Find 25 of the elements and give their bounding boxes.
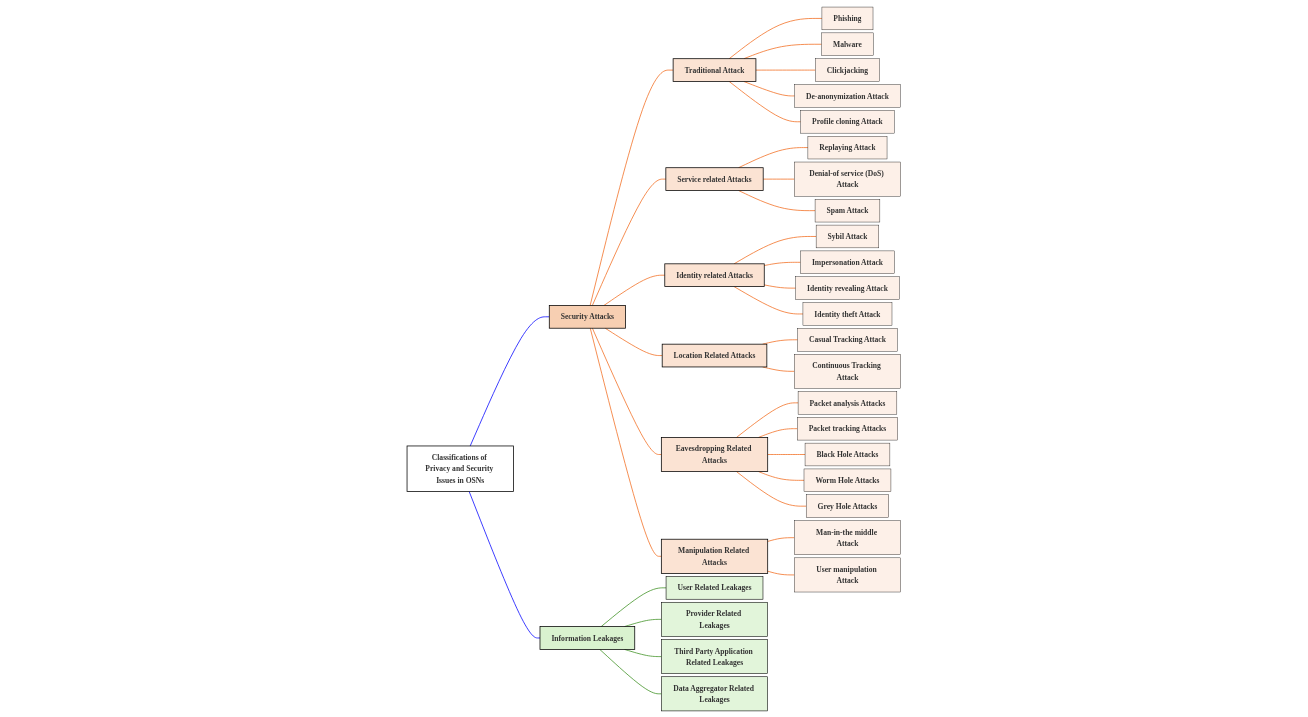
connector bbox=[738, 189, 816, 211]
connector bbox=[767, 453, 806, 455]
connector bbox=[733, 285, 804, 314]
connector bbox=[733, 235, 817, 264]
connector bbox=[738, 146, 809, 168]
connector bbox=[755, 69, 816, 70]
connector bbox=[624, 648, 662, 657]
connector bbox=[767, 536, 795, 542]
connector bbox=[605, 327, 663, 356]
connector bbox=[764, 284, 797, 289]
connector bbox=[728, 80, 802, 122]
connector bbox=[599, 648, 662, 694]
connector bbox=[600, 587, 667, 627]
connector bbox=[764, 261, 802, 266]
connector bbox=[589, 69, 674, 306]
connector bbox=[767, 570, 795, 575]
connector bbox=[469, 315, 550, 446]
connector bbox=[736, 470, 807, 507]
connector bbox=[590, 327, 662, 557]
connector bbox=[592, 327, 662, 455]
connector bbox=[728, 17, 823, 59]
connector bbox=[758, 470, 805, 481]
connector bbox=[592, 178, 667, 306]
connector bbox=[736, 402, 799, 438]
connector bbox=[468, 490, 541, 638]
